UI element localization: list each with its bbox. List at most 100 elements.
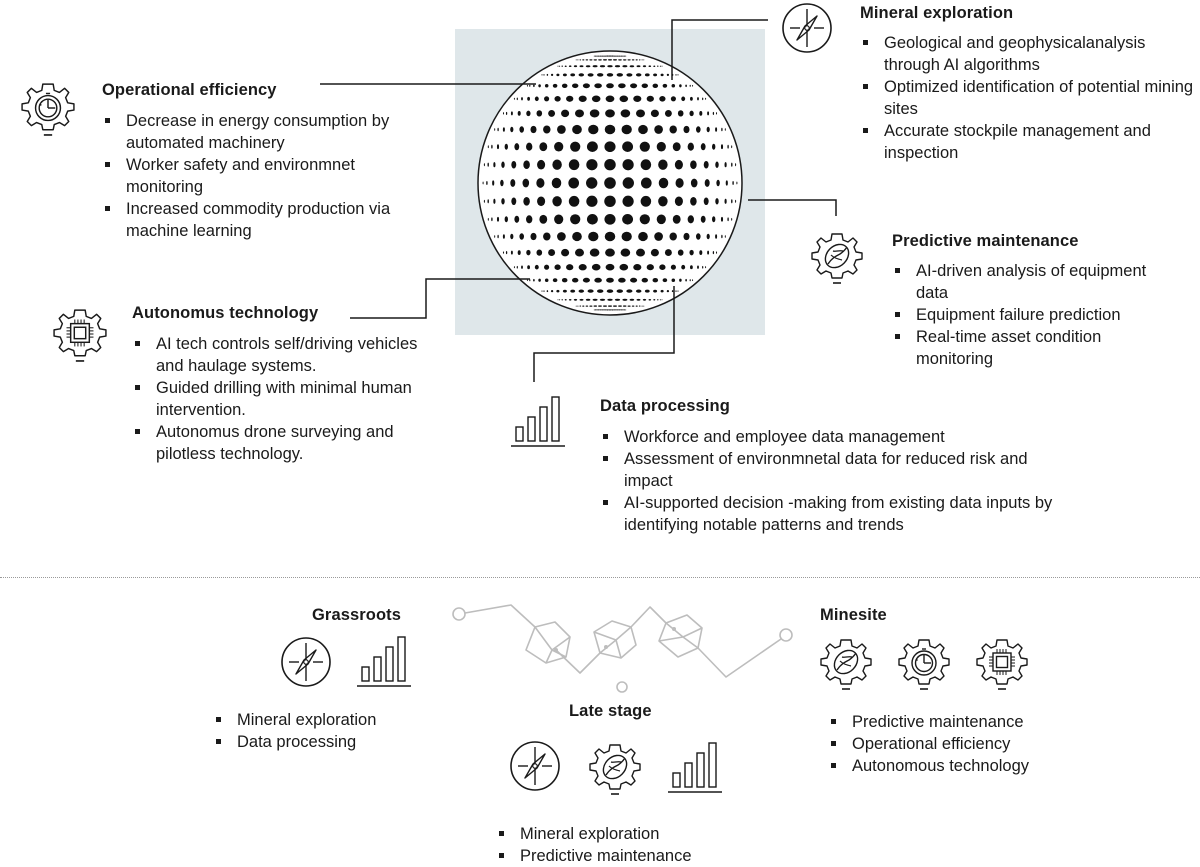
- sphere-dot: [541, 290, 543, 292]
- sphere-dot: [607, 65, 613, 68]
- sphere-dot: [562, 73, 567, 77]
- sphere-dot: [675, 178, 684, 188]
- sphere-dot: [638, 231, 648, 242]
- sphere-dot: [736, 181, 738, 185]
- bullet-list-minesite: Predictive maintenance Operational effic…: [828, 711, 1108, 777]
- sphere-dot: [538, 84, 541, 88]
- bullet-item: Increased commodity production via machi…: [102, 198, 422, 242]
- sphere-dot: [671, 278, 676, 282]
- sphere-dot: [618, 305, 622, 307]
- sphere-dot: [561, 109, 570, 118]
- sphere-dot: [669, 232, 677, 241]
- sphere-dot: [635, 305, 638, 307]
- sphere-dot: [697, 265, 699, 269]
- sphere-dot: [681, 264, 686, 270]
- sphere-dot: [552, 278, 558, 283]
- sphere-dot: [622, 309, 624, 311]
- halftone-sphere: [477, 50, 743, 316]
- sphere-dot: [615, 55, 619, 57]
- sphere-dot: [613, 309, 617, 311]
- sphere-dot: [573, 298, 578, 301]
- sphere-dot: [657, 299, 659, 301]
- bullet-list-operational-efficiency: Decrease in energy consumption by automa…: [102, 110, 422, 242]
- sphere-dot: [618, 309, 621, 311]
- sphere-dot: [690, 178, 698, 188]
- sphere-dot: [552, 196, 562, 207]
- sphere-dot: [517, 250, 521, 255]
- sphere-dot: [707, 250, 710, 255]
- sphere-dot: [731, 145, 733, 149]
- sphere-dot: [526, 84, 528, 87]
- sphere-dot: [659, 299, 661, 301]
- sphere-dot: [612, 305, 618, 307]
- sphere-dot: [586, 177, 598, 189]
- sphere-dot: [588, 231, 599, 242]
- sphere-dot: [720, 216, 724, 222]
- sphere-dot: [705, 97, 707, 100]
- sphere-dot: [625, 309, 627, 311]
- sphere-dot: [552, 83, 558, 88]
- sphere-dot: [517, 111, 521, 116]
- chain-node: [616, 681, 628, 693]
- sphere-dot: [519, 126, 524, 133]
- sphere-dot: [700, 143, 706, 151]
- sphere-dot: [593, 55, 595, 57]
- sphere-dot: [731, 199, 733, 204]
- sphere-dot: [716, 179, 720, 187]
- bullet-item: Geological and geophysicalanalysis throu…: [860, 32, 1195, 76]
- sphere-dot: [620, 55, 623, 57]
- sphere-dot: [608, 309, 612, 311]
- sphere-dot: [646, 95, 654, 102]
- sphere-dot: [605, 309, 610, 311]
- chain-link: [630, 606, 667, 628]
- sphere-dot: [589, 305, 593, 307]
- sphere-dot: [592, 65, 598, 68]
- sphere-dot: [654, 232, 663, 241]
- sphere-dot: [635, 59, 638, 61]
- sphere-dot: [702, 97, 704, 101]
- sphere-dot: [596, 309, 598, 311]
- sphere-dot: [582, 277, 590, 283]
- sphere-dot: [618, 277, 626, 283]
- sphere-dot: [566, 95, 574, 102]
- sphere-dot: [589, 109, 600, 118]
- sphere-dot: [657, 65, 659, 67]
- sphere-dot: [539, 142, 548, 152]
- bullet-item: Accurate stockpile management and inspec…: [860, 120, 1195, 164]
- sphere-dot: [642, 65, 647, 68]
- sphere-dot: [658, 177, 669, 189]
- sphere-dot: [592, 298, 598, 301]
- sphere-dot: [633, 95, 642, 102]
- sphere-dot: [644, 289, 650, 293]
- sphere-dot: [605, 95, 615, 103]
- connector-autonomus-technology: [350, 278, 530, 319]
- sphere-dot: [715, 234, 718, 239]
- sphere-dot: [669, 125, 677, 134]
- sphere-dot: [610, 55, 615, 57]
- sphere-dot: [487, 162, 489, 167]
- sphere-dot: [652, 83, 659, 88]
- sphere-dot: [599, 55, 602, 57]
- sphere-dot: [614, 298, 621, 301]
- sphere-dot: [529, 84, 531, 87]
- sphere-dot: [597, 309, 600, 311]
- section-title-mineral-exploration: Mineral exploration: [860, 4, 1014, 22]
- sphere-dot: [599, 65, 606, 68]
- sphere-dot: [496, 144, 500, 150]
- sphere-dot: [568, 195, 580, 207]
- sphere-dot: [656, 214, 666, 225]
- sphere-dot: [536, 178, 545, 188]
- sphere-dot: [622, 55, 624, 57]
- chain-link: [697, 638, 782, 678]
- sphere-dot: [623, 309, 626, 311]
- sphere-dot: [536, 249, 543, 256]
- section-title-operational-efficiency: Operational efficiency: [102, 81, 277, 99]
- sphere-dot: [636, 298, 641, 301]
- sphere-dot: [568, 65, 572, 68]
- sphere-dot: [575, 109, 584, 118]
- sphere-dot: [703, 197, 709, 206]
- sphere-dot: [556, 73, 560, 77]
- sphere-dot: [653, 289, 658, 293]
- sphere-dot: [504, 143, 508, 150]
- sphere-dot: [578, 289, 585, 293]
